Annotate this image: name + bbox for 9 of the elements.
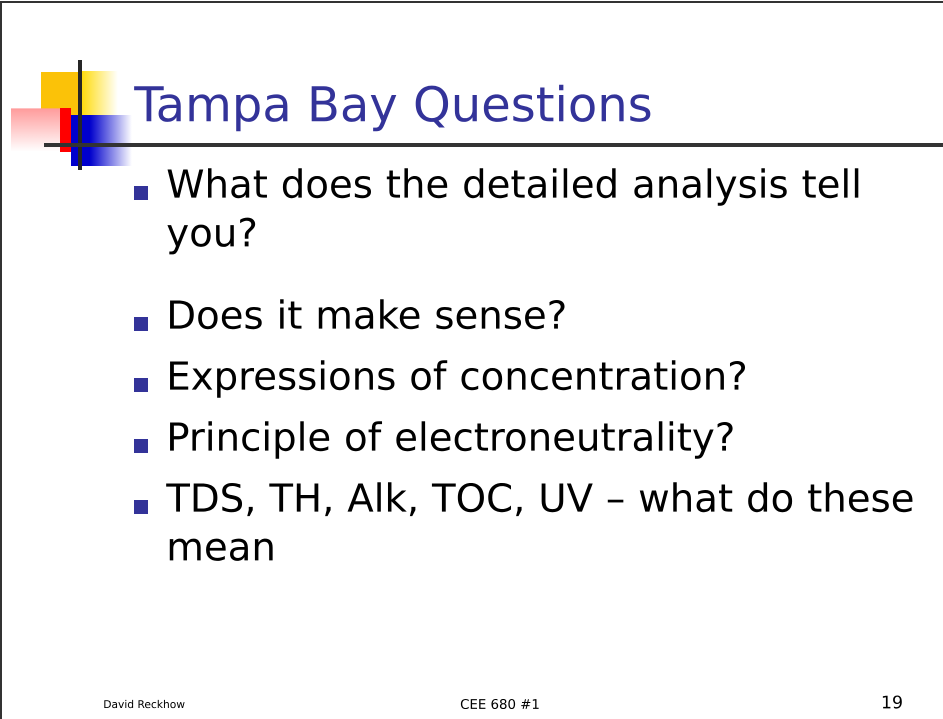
bullet-text: Expressions of concentration? xyxy=(170,360,746,398)
bullet-text: TDS, TH, Alk, TOC, UV – what do these mean xyxy=(166,482,912,561)
page-number: 19 xyxy=(882,695,902,709)
bullet-text: What does the detailed analysis tell you? xyxy=(167,168,858,254)
footer-text: David Reckhow xyxy=(104,700,185,708)
footer-text: CEE 680 #1 xyxy=(460,698,539,710)
bullet-text: Principle of electroneutrality? xyxy=(170,421,733,459)
bullet-text: Does it make sense? xyxy=(170,299,565,330)
slide-title: Tampa Bay Questions xyxy=(134,84,650,132)
